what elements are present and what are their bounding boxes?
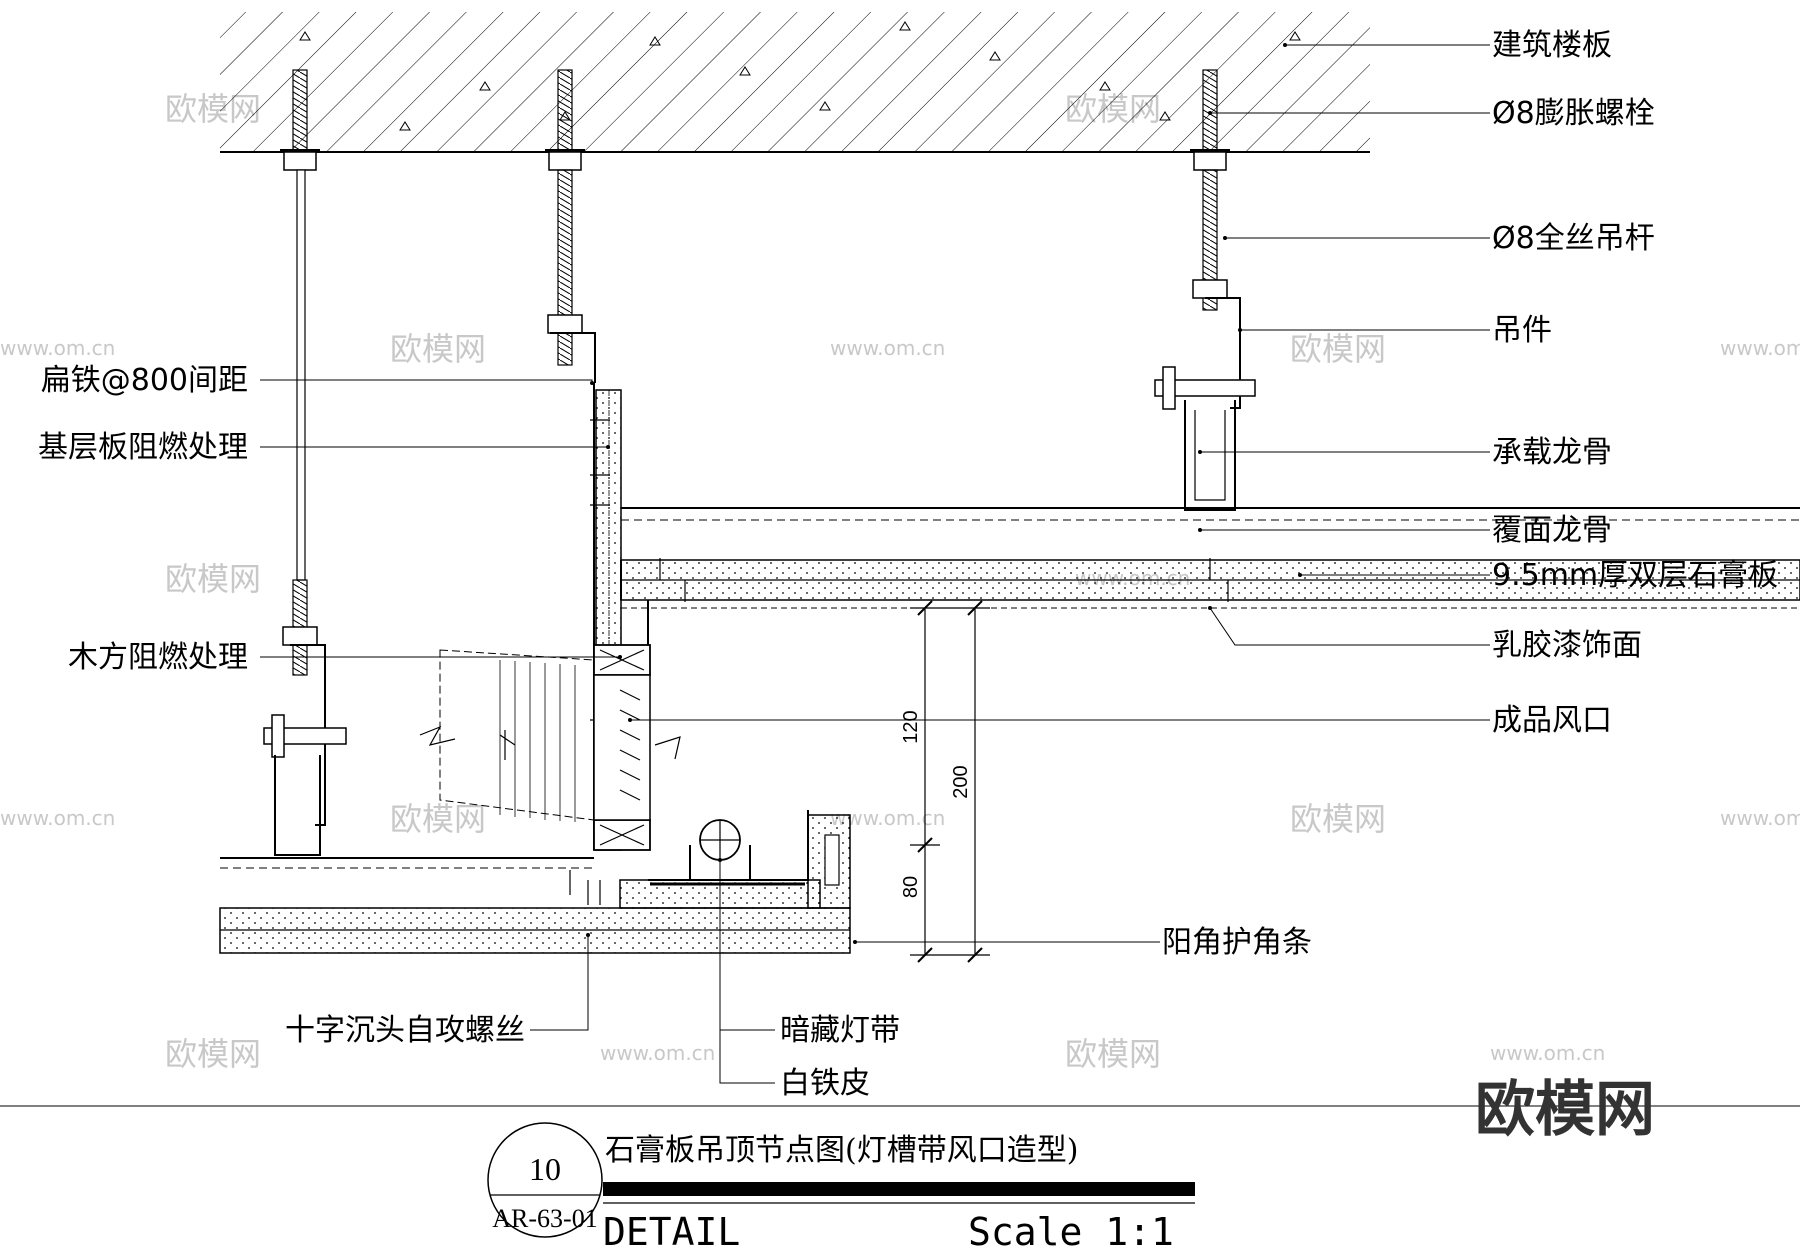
watermark-url: www.om.cn <box>1490 1041 1605 1065</box>
watermark-text: 欧模网 <box>165 1035 261 1073</box>
watermark-text: 欧模网 <box>390 800 486 838</box>
watermark-text: 欧模网 <box>1290 800 1386 838</box>
site-logo: 欧模网 <box>1475 1075 1655 1145</box>
label-latex-paint: 乳胶漆饰面 <box>1492 628 1642 663</box>
watermark-url: www.om.cn <box>0 806 115 830</box>
label-hidden-light-strip: 暗藏灯带 <box>780 1013 900 1048</box>
label-main-runner: 承载龙骨 <box>1492 435 1612 470</box>
detail-label: DETAIL <box>603 1210 740 1254</box>
dimension-200: 200 <box>950 765 972 798</box>
detail-number: 10 <box>529 1151 561 1187</box>
hanger-rod-left <box>263 69 347 856</box>
watermark-text: 欧模网 <box>390 330 486 368</box>
label-hanger: 吊件 <box>1492 313 1552 348</box>
leader-lines <box>260 43 1490 1084</box>
title-block: 10 AR-63-01 石膏板吊顶节点图(灯槽带风口造型) DETAIL Sca… <box>0 1105 1800 1254</box>
label-building-slab: 建筑楼板 <box>1492 28 1612 63</box>
label-wood-block: 木方阻燃处理 <box>68 640 248 675</box>
dimension-120: 120 <box>900 710 922 743</box>
label-flat-iron: 扁铁@800间距 <box>41 363 248 398</box>
watermark-url: www.om.cn <box>1720 336 1800 360</box>
label-corner-bead: 阳角护角条 <box>1162 925 1312 960</box>
dimension-lines: 120 200 80 <box>900 600 990 963</box>
watermark-text: 欧模网 <box>165 560 261 598</box>
label-self-tapping-screw: 十字沉头自攻螺丝 <box>285 1013 525 1048</box>
concrete-slab <box>220 12 1370 153</box>
label-threaded-rod: Ø8全丝吊杆 <box>1492 221 1655 256</box>
label-air-vent: 成品风口 <box>1492 703 1612 738</box>
annotation-labels: 建筑楼板 Ø8膨胀螺栓 Ø8全丝吊杆 吊件 承载龙骨 覆面龙骨 9.5mm厚双层… <box>38 28 1778 1101</box>
air-diffuser <box>419 644 681 851</box>
lower-ceiling-and-trough <box>219 810 851 954</box>
label-furring-channel: 覆面龙骨 <box>1492 513 1612 548</box>
scale-label: Scale 1:1 <box>968 1210 1174 1254</box>
watermark-url: www.om.cn <box>830 336 945 360</box>
drawing-title: 石膏板吊顶节点图(灯槽带风口造型) <box>605 1133 1078 1168</box>
watermark-url: www.om.cn <box>1720 806 1800 830</box>
label-galvanized-sheet: 白铁皮 <box>780 1066 870 1101</box>
dimension-80: 80 <box>900 876 922 898</box>
upper-ceiling-layers <box>620 507 1800 850</box>
hanger-rod-middle <box>545 69 596 383</box>
watermark-url: www.om.cn <box>600 1041 715 1065</box>
label-gypsum-board: 9.5mm厚双层石膏板 <box>1492 558 1778 593</box>
label-expansion-bolt: Ø8膨胀螺栓 <box>1492 96 1655 131</box>
watermark-url: www.om.cn <box>0 336 115 360</box>
watermark-text: 欧模网 <box>1290 330 1386 368</box>
sheet-number: AR-63-01 <box>492 1204 597 1233</box>
label-base-board: 基层板阻燃处理 <box>38 430 248 465</box>
hanger-rod-right <box>1154 69 1256 511</box>
watermark-text: 欧模网 <box>1065 1035 1161 1073</box>
